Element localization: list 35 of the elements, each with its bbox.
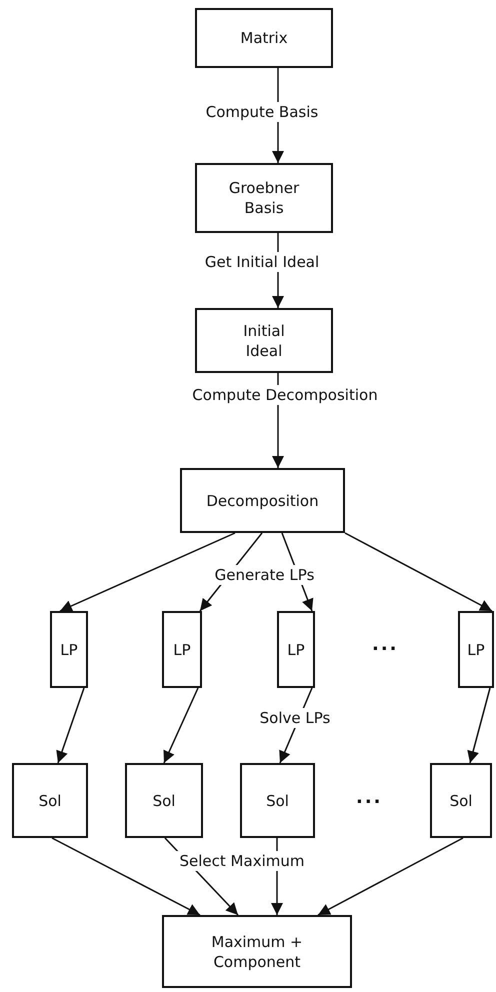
process-box: [125, 763, 203, 838]
process-box: [195, 163, 333, 233]
arrow: [60, 532, 236, 612]
arrow: [56, 688, 85, 764]
arrow: [163, 688, 199, 764]
process-box: [162, 915, 352, 988]
ellipsis-label: ...: [372, 634, 399, 655]
process-box: [240, 763, 315, 838]
process-box: [180, 468, 345, 533]
node-label: LP: [59, 640, 79, 660]
process-box: [162, 611, 202, 688]
process-box: [277, 611, 315, 688]
node-label: LP: [466, 640, 486, 660]
node-label: Matrix: [239, 28, 289, 48]
node-label: LP: [286, 640, 306, 660]
arrow: [467, 688, 491, 764]
node-label: Sol: [265, 790, 290, 810]
node-label: LP: [172, 640, 192, 660]
process-box: [458, 611, 494, 688]
process-box: [430, 763, 492, 838]
node-label: Groebner Basis: [228, 178, 300, 218]
process-box: [195, 308, 333, 373]
node-label: Initial Ideal: [242, 320, 286, 360]
process-box: [195, 8, 333, 68]
arrow: [52, 837, 200, 916]
node-label: Sol: [448, 790, 474, 810]
node-label: Maximum + Component: [210, 932, 304, 972]
process-box: [12, 763, 88, 838]
node-label: Sol: [38, 790, 62, 810]
ellipsis-label: ...: [356, 787, 383, 808]
node-label: Decomposition: [205, 490, 320, 510]
arrow: [318, 837, 464, 916]
node-label: Sol: [152, 790, 176, 810]
process-box: [50, 611, 88, 688]
arrow: [344, 532, 492, 612]
